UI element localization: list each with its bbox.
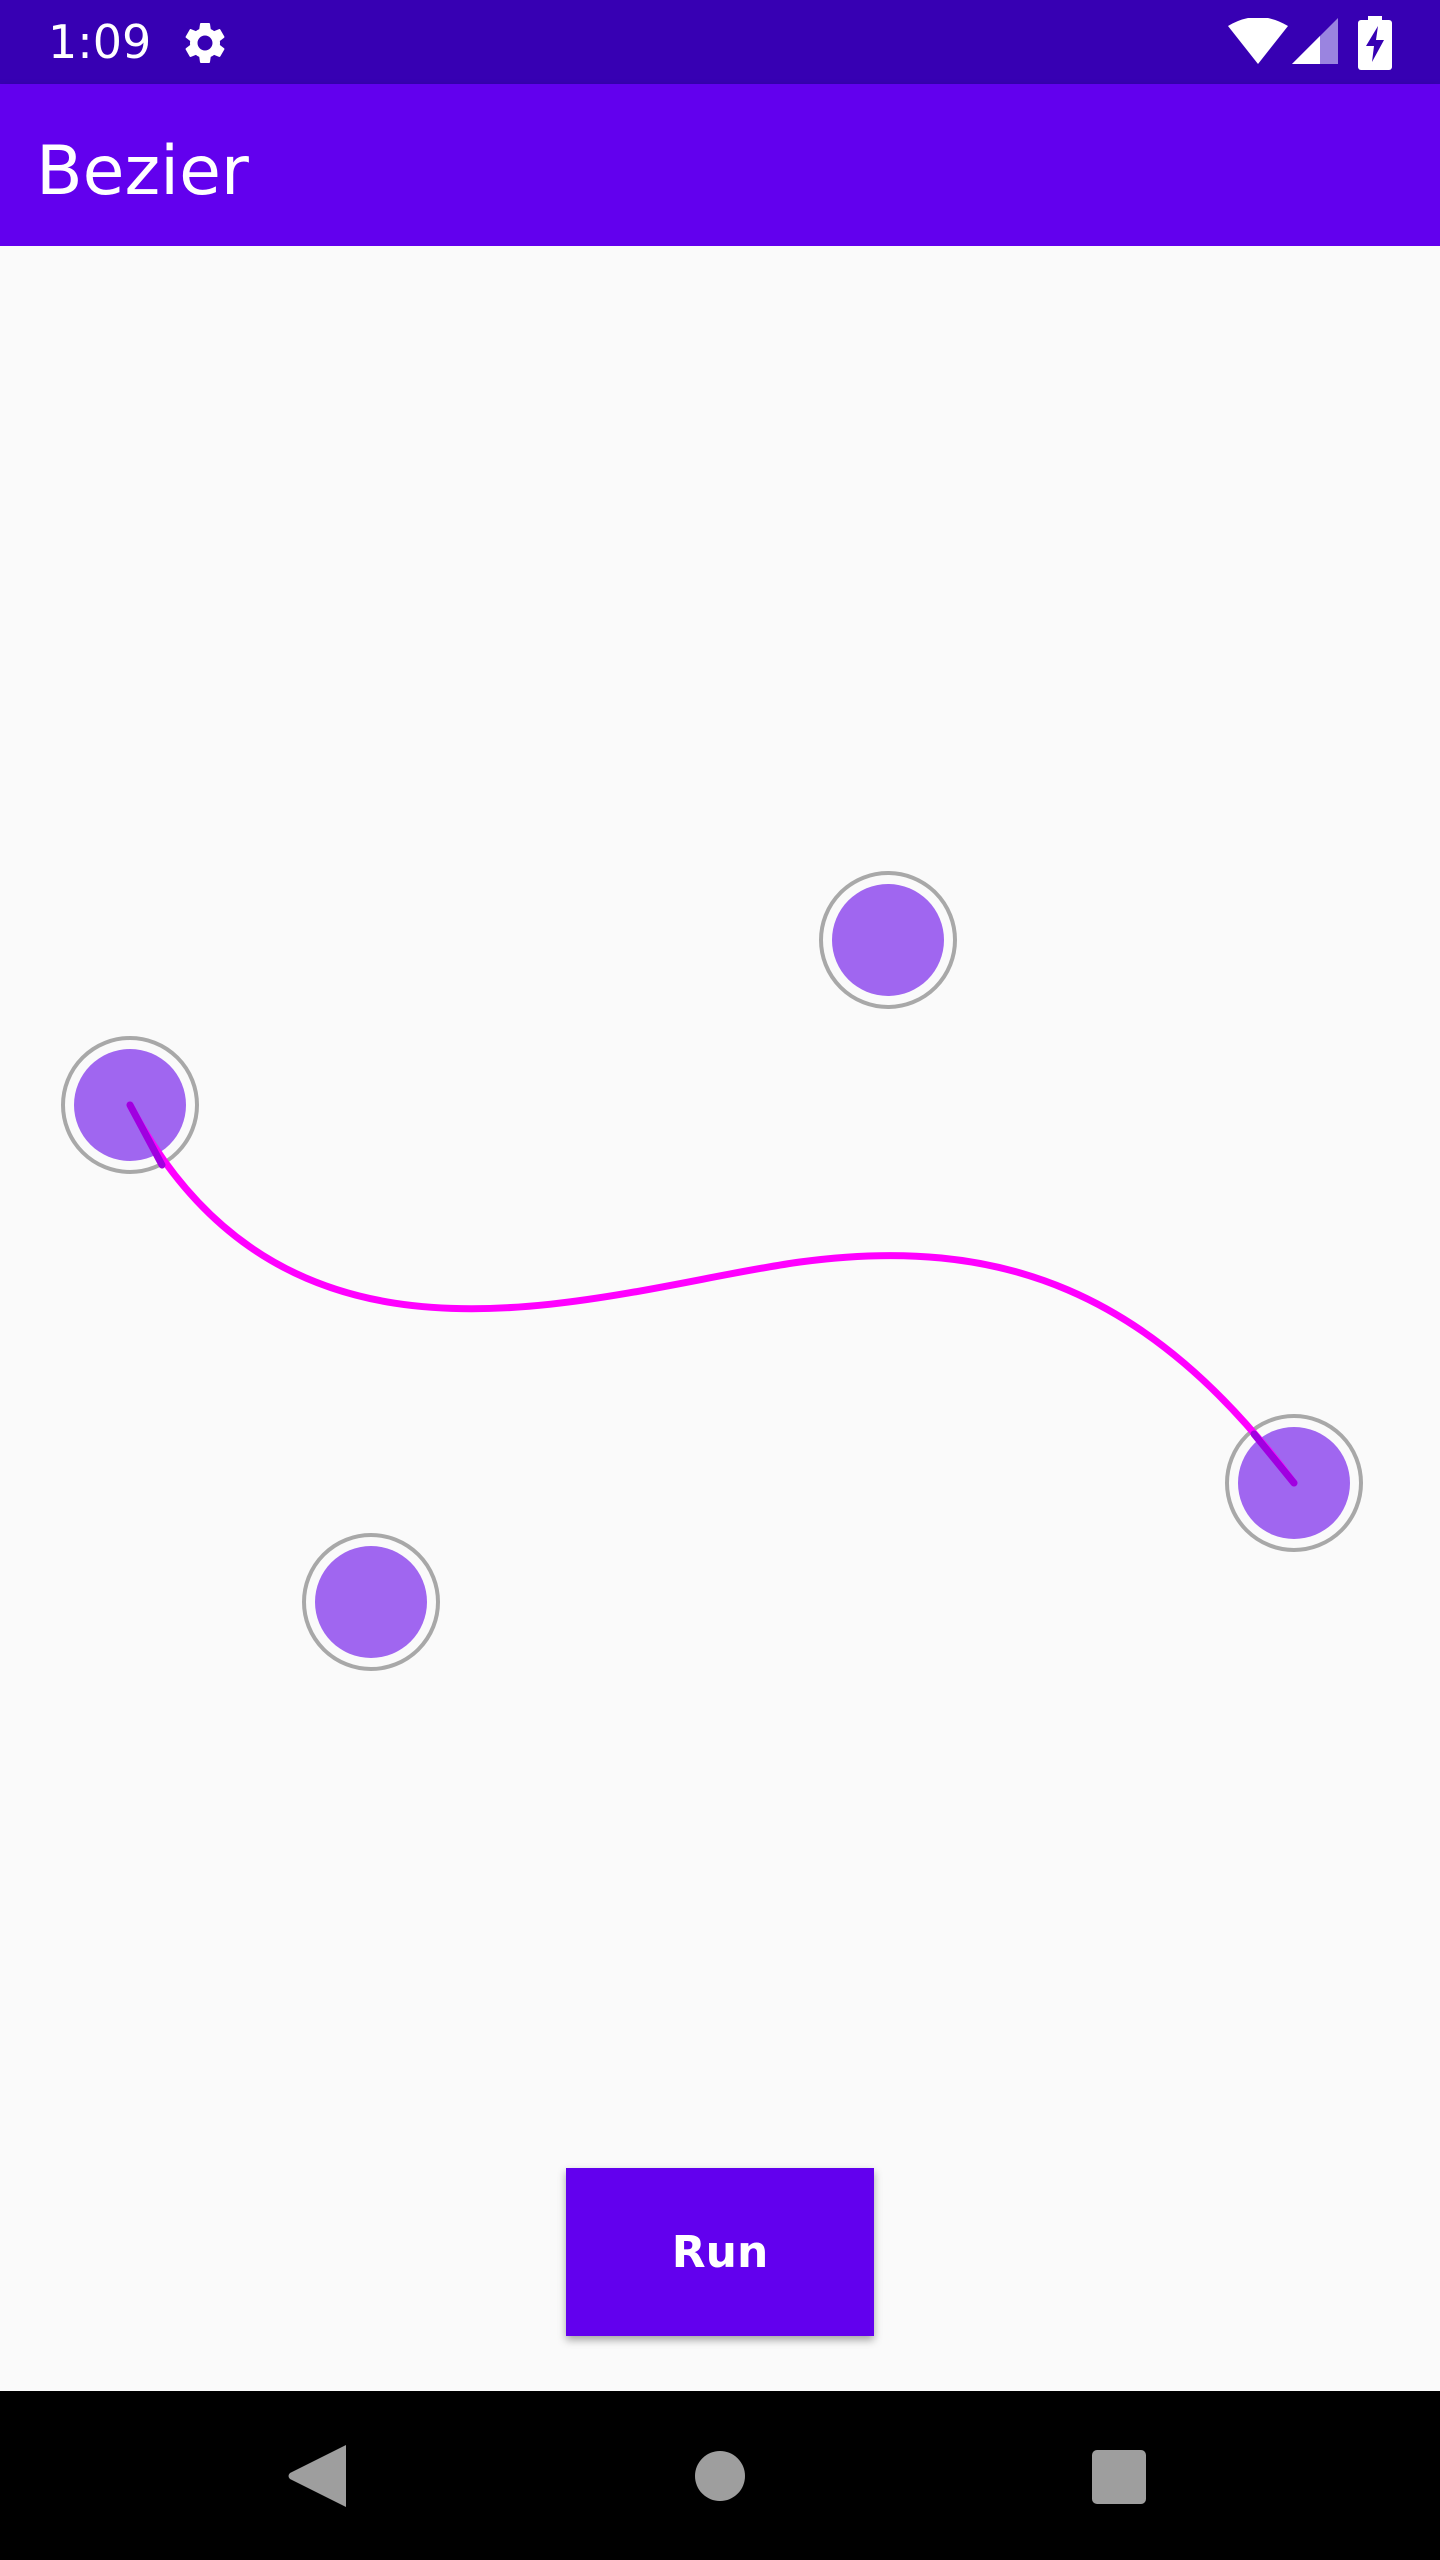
app-bar: Bezier xyxy=(0,84,1440,246)
control-point-2[interactable] xyxy=(302,1533,440,1671)
bezier-canvas[interactable] xyxy=(0,246,1440,2391)
bezier-curve xyxy=(126,1101,1298,1487)
gear-icon xyxy=(185,22,225,63)
status-bar: 1:09 xyxy=(0,0,1440,84)
cell-signal-icon xyxy=(1292,18,1338,64)
status-time: 1:09 xyxy=(48,15,152,69)
app-title: Bezier xyxy=(36,132,249,211)
battery-charging-icon xyxy=(1358,16,1392,70)
bezier-drawing[interactable] xyxy=(0,246,1440,2391)
wifi-icon xyxy=(1228,18,1288,64)
control-point-1[interactable] xyxy=(819,871,957,1009)
back-icon[interactable] xyxy=(288,2445,346,2507)
curve-start-segment xyxy=(126,1101,166,1169)
recents-icon[interactable] xyxy=(1092,2450,1146,2504)
run-button[interactable]: Run xyxy=(566,2168,874,2336)
curve-end-segment xyxy=(1250,1430,1298,1487)
home-icon[interactable] xyxy=(694,2450,746,2502)
